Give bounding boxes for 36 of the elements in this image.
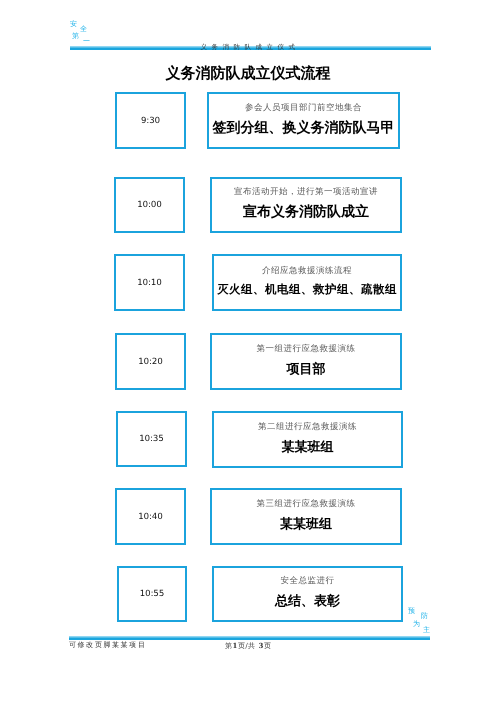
time-text: 10:55: [140, 589, 164, 599]
time-text: 9:30: [140, 116, 160, 126]
time-text: 10:20: [138, 356, 163, 366]
event-box: [210, 177, 402, 233]
time-box: [115, 92, 186, 149]
note-text: 安全总监进行: [280, 575, 334, 587]
note-text: 宣布活动开始，进行第一项活动宣讲: [234, 186, 378, 198]
event-title: 某某班组: [280, 516, 332, 532]
event-title: 某某班组: [282, 438, 334, 456]
event-box: [210, 488, 402, 545]
note-text: 参会人员项目部门前空地集合: [245, 102, 362, 114]
time-box: [116, 411, 187, 467]
note-text: 介绍应急救援演练流程: [262, 265, 352, 277]
time-box: [114, 254, 185, 311]
time-text: 10:40: [138, 512, 163, 522]
event-box: [212, 254, 402, 311]
time-text: 10:00: [137, 200, 162, 210]
time-box: [117, 566, 187, 622]
time-box: [115, 488, 186, 545]
note-text: 第一组进行应急救援演练: [256, 342, 356, 354]
event-box: [212, 566, 403, 622]
time-text: 10:35: [139, 434, 164, 444]
event-title: 签到分组、换义务消防队马甲: [212, 118, 394, 136]
time-text: 10:10: [137, 278, 162, 288]
event-box: [212, 411, 403, 468]
event-title: 灭火组、机电组、救护组、疏散组: [217, 282, 397, 297]
title: 义务消防队成立仪式流程: [166, 64, 330, 82]
time-box: [115, 333, 186, 390]
event-title: 总结、表彰: [275, 592, 340, 610]
event-title: 宣布义务消防队成立: [243, 203, 369, 221]
note-text: 第二组进行应急救援演练: [258, 420, 357, 432]
time-box: [114, 177, 185, 233]
event-title: 项目部: [286, 360, 326, 378]
event-box: [210, 333, 402, 390]
event-box: [207, 92, 400, 149]
note-text: 第三组进行应急救援演练: [256, 498, 356, 510]
